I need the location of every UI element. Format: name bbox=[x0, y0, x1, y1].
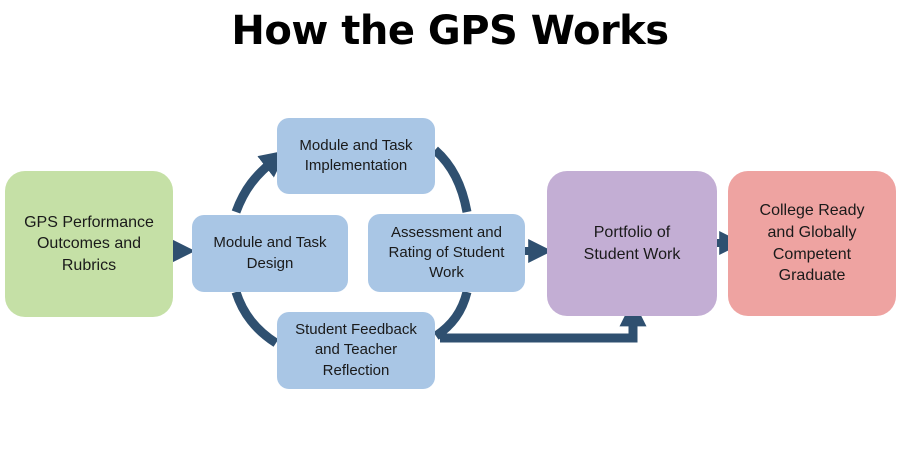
cycle-arrow-assessment-to-feedback bbox=[433, 290, 472, 340]
node-student-feedback: Student Feedback and Teacher Reflection bbox=[277, 312, 435, 389]
node-performance-outcomes: GPS Performance Outcomes and Rubrics bbox=[5, 171, 173, 317]
node-graduate: College Ready and Globally Competent Gra… bbox=[728, 171, 896, 316]
node-graduate-label: College Ready and Globally Competent Gra… bbox=[759, 202, 865, 285]
node-module-task-design-label: Module and Task Design bbox=[213, 234, 327, 272]
node-performance-outcomes-label: GPS Performance Outcomes and Rubrics bbox=[24, 213, 154, 274]
node-module-task-design: Module and Task Design bbox=[192, 215, 348, 292]
arrow-cycle-to-portfolio bbox=[440, 299, 647, 343]
node-portfolio-label: Portfolio of Student Work bbox=[583, 223, 681, 263]
node-module-task-implementation-label: Module and Task Implementation bbox=[299, 136, 413, 174]
cycle-arrow-feedback-to-design bbox=[231, 290, 279, 347]
node-assessment-rating-label: Assessment and Rating of Student Work bbox=[388, 223, 505, 282]
node-module-task-implementation: Module and Task Implementation bbox=[277, 118, 435, 194]
node-student-feedback-label: Student Feedback and Teacher Reflection bbox=[295, 321, 417, 379]
cycle-arrow-implementation-to-assessment bbox=[431, 146, 472, 213]
node-portfolio: Portfolio of Student Work bbox=[547, 171, 717, 316]
cycle-arrow-design-to-implementation bbox=[231, 150, 287, 214]
diagram-title: How the GPS Works bbox=[231, 8, 669, 54]
node-assessment-rating: Assessment and Rating of Student Work bbox=[368, 214, 525, 292]
